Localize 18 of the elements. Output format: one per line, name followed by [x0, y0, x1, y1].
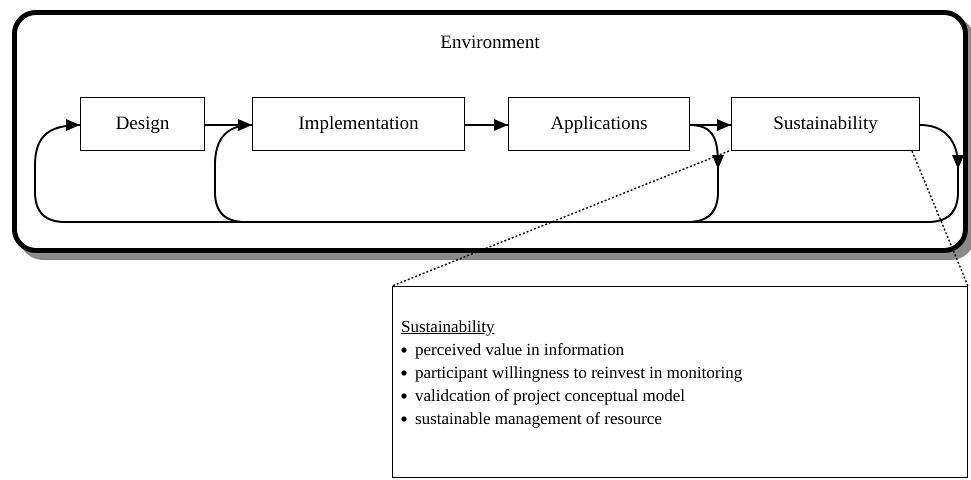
process-label: Applications: [550, 112, 648, 136]
process-box: [508, 97, 690, 151]
process-label: Design: [116, 112, 170, 136]
leader-line: [392, 150, 730, 287]
leader-line: [911, 150, 969, 286]
arrow: [465, 119, 508, 131]
bullet-item: sustainable management of resource: [415, 408, 662, 430]
process-box: [80, 97, 205, 151]
detail-box: [392, 286, 968, 478]
process-box: [731, 97, 920, 151]
frame-title: Environment: [440, 33, 540, 52]
detail-heading: Sustainability: [401, 316, 494, 338]
bullet-item: perceived value in information: [415, 339, 624, 361]
process-label: Sustainability: [773, 112, 878, 136]
process-box: [252, 97, 465, 151]
bullet-item: validcation of project conceptual model: [415, 385, 686, 407]
process-label: Implementation: [298, 112, 419, 136]
bullet-item: participant willingness to reinvest in monitoring: [415, 362, 742, 384]
